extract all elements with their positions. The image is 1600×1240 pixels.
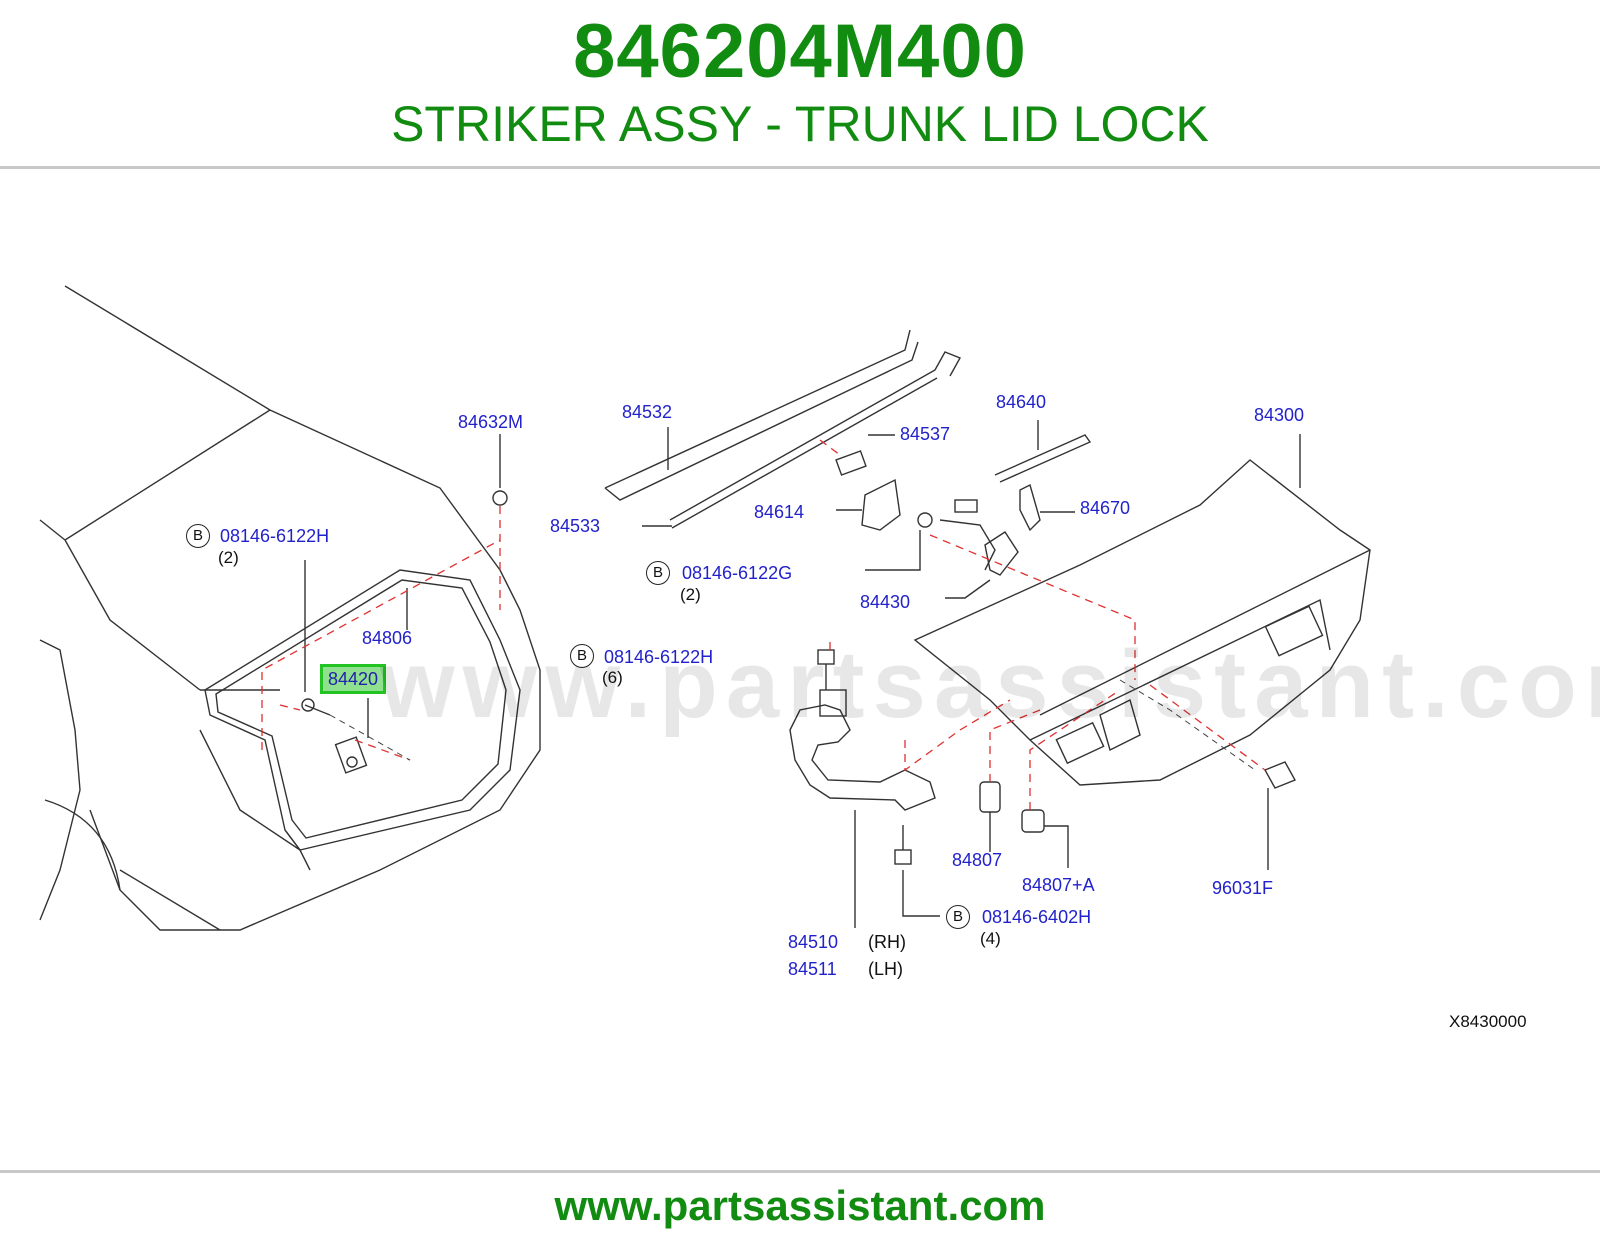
side-rh: (RH) [868,932,906,952]
bolt-marker-icon: B [570,644,594,668]
bolt-label-08146-6122H-b[interactable]: 08146-6122H [604,647,714,667]
bolt-marker-icon: B [646,561,670,585]
assembly-dashed-lines [261,439,1266,810]
footer-divider [0,1170,1600,1173]
car-body-drawing [39,285,1371,931]
header-divider [0,166,1600,169]
bolt-label-08146-6122G[interactable]: 08146-6122G [682,563,793,583]
diagram-reference-code: X8430000 [1449,1012,1527,1031]
label-96031F[interactable]: 96031F [1212,878,1274,898]
label-84614[interactable]: 84614 [754,502,805,522]
label-84510[interactable]: 84510 [788,932,839,952]
label-84807[interactable]: 84807 [952,850,1003,870]
bolt-label-08146-6402H[interactable]: 08146-6402H [982,907,1092,927]
diagram-drawing [39,285,1371,931]
label-84533[interactable]: 84533 [550,516,601,536]
label-84807-a[interactable]: 84807+A [1022,875,1095,895]
label-84632M[interactable]: 84632M [458,412,524,432]
side-lh: (LH) [868,959,903,979]
page-header: 846204M400 STRIKER ASSY - TRUNK LID LOCK [0,0,1600,168]
bolt-label-08146-6122H-a[interactable]: 08146-6122H [220,526,330,546]
label-84430[interactable]: 84430 [860,592,911,612]
bolt-qty-b: (2) [680,585,701,604]
highlighted-part-84420[interactable]: 84420 [320,664,387,694]
label-84537[interactable]: 84537 [900,424,951,444]
bolt-marker-icon: B [186,524,210,548]
label-84300[interactable]: 84300 [1254,405,1305,425]
label-84640[interactable]: 84640 [996,392,1047,412]
label-84511[interactable]: 84511 [788,959,837,979]
bolt-qty-a: (2) [218,548,239,567]
part-title: STRIKER ASSY - TRUNK LID LOCK [391,96,1209,152]
bolt-qty-d: (4) [980,929,1001,948]
label-84532[interactable]: 84532 [622,402,673,422]
label-84806[interactable]: 84806 [362,628,413,648]
footer-url[interactable]: www.partsassistant.com [554,1182,1046,1229]
label-84670[interactable]: 84670 [1080,498,1131,518]
part-number: 846204M400 [573,9,1027,94]
parts-diagram: 84632M 84806 84532 84533 84537 84614 846… [0,170,1600,1170]
grey-dashed-lines [329,679,1256,771]
bolt-qty-c: (6) [602,668,623,687]
bolt-marker-icon: B [946,905,970,929]
